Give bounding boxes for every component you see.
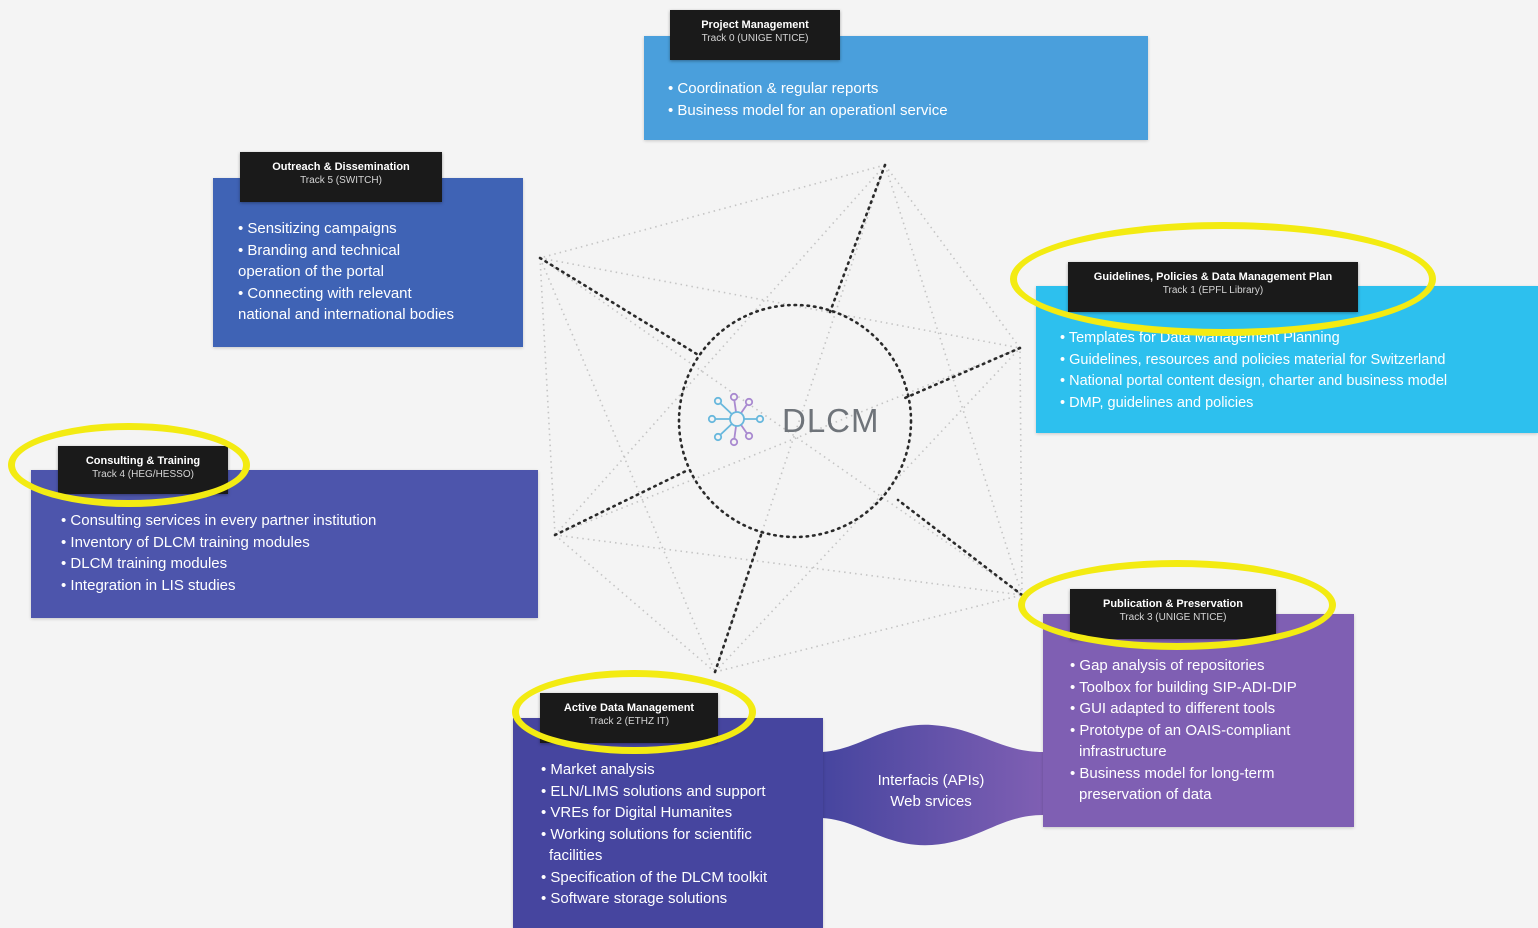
track-number: Track 0 (UNIGE NTICE): [701, 33, 809, 44]
track-1-items: • Templates for Data Management Planning…: [1060, 328, 1538, 414]
track-title: Publication & Preservation: [1103, 598, 1243, 610]
spoke-lines: [538, 163, 1024, 674]
track-number: Track 1 (EPFL Library): [1162, 285, 1264, 296]
track-4-box: • Consulting services in every partner i…: [31, 470, 538, 618]
track-1-label: Guidelines, Policies & Data Management P…: [1068, 262, 1358, 312]
list-item: • Consulting services in every partner i…: [61, 512, 377, 529]
track-0-label: Project Management Track 0 (UNIGE NTICE): [670, 10, 840, 60]
interfaces-line-1: Interfacis (APIs): [877, 772, 985, 789]
dlcm-logo: [700, 385, 900, 455]
list-item: facilities: [549, 847, 603, 864]
list-item: national and international bodies: [238, 306, 454, 323]
list-item: infrastructure: [1079, 743, 1167, 760]
list-item: • Sensitizing campaigns: [238, 220, 397, 237]
list-item: • ELN/LIMS solutions and support: [541, 782, 766, 800]
interfaces-line-2: Web srvices: [890, 793, 972, 810]
track-5-label: Outreach & Dissemination Track 5 (SWITCH…: [240, 152, 442, 202]
dlcm-logo-text: DLCM: [782, 402, 880, 439]
list-item: • National portal content design, charte…: [1060, 373, 1448, 389]
list-item: • Integration in LIS studies: [61, 576, 236, 594]
track-title: Guidelines, Policies & Data Management P…: [1093, 271, 1333, 283]
list-item: • Business model for long-term: [1070, 764, 1275, 782]
track-3-box: • Gap analysis of repositories • Toolbox…: [1043, 614, 1354, 827]
track-2-label: Active Data Management Track 2 (ETHZ IT): [540, 693, 718, 743]
list-item: • Working solutions for scientific: [541, 825, 752, 843]
track-title: Project Management: [701, 19, 809, 31]
track-number: Track 3 (UNIGE NTICE): [1119, 612, 1227, 623]
track-title: Consulting & Training: [85, 455, 201, 467]
list-item: • Market analysis: [541, 761, 655, 778]
track-title: Outreach & Dissemination: [272, 161, 410, 173]
list-item: • Branding and technical: [238, 241, 401, 259]
track-3-items: • Gap analysis of repositories • Toolbox…: [1070, 655, 1354, 806]
list-item: operation of the portal: [238, 263, 384, 280]
list-item: • Inventory of DLCM training modules: [61, 533, 310, 551]
list-item: • Software storage solutions: [541, 890, 728, 907]
interfaces-label: Interfacis (APIs) Web srvices: [858, 770, 1004, 812]
track-5-items: • Sensitizing campaigns • Branding and t…: [238, 218, 523, 326]
track-title: Active Data Management: [563, 702, 695, 714]
list-item: • VREs for Digital Humanites: [541, 804, 733, 821]
interfaces-connector: [822, 724, 1043, 846]
list-item: • Toolbox for building SIP-ADI-DIP: [1070, 678, 1297, 696]
list-item: • Specification of the DLCM toolkit: [541, 868, 768, 886]
list-item: • DLCM training modules: [61, 555, 228, 572]
list-item: • Connecting with relevant: [238, 284, 412, 302]
track-2-items: • Market analysis • ELN/LIMS solutions a…: [541, 759, 823, 910]
track-4-label: Consulting & Training Track 4 (HEG/HESSO…: [58, 446, 228, 494]
list-item: • Templates for Data Management Planning: [1060, 330, 1340, 346]
track-4-items: • Consulting services in every partner i…: [61, 510, 538, 596]
center-circle: [677, 303, 913, 539]
list-item: • Guidelines, resources and policies mat…: [1060, 351, 1446, 368]
dlcm-network-icon: [707, 392, 765, 447]
track-number: Track 5 (SWITCH): [300, 175, 382, 186]
list-item: • DMP, guidelines and policies: [1060, 394, 1254, 411]
list-item: • Gap analysis of repositories: [1070, 657, 1265, 674]
list-item: preservation of data: [1079, 786, 1212, 803]
track-5-box: • Sensitizing campaigns • Branding and t…: [213, 178, 523, 347]
track-3-label: Publication & Preservation Track 3 (UNIG…: [1070, 589, 1276, 639]
list-item: • Coordination & regular reports: [668, 80, 879, 97]
faint-network-lines: [539, 164, 1023, 673]
track-number: Track 2 (ETHZ IT): [588, 716, 670, 727]
track-2-box: • Market analysis • ELN/LIMS solutions a…: [513, 718, 823, 928]
list-item: • Prototype of an OAIS-compliant: [1070, 721, 1291, 739]
track-number: Track 4 (HEG/HESSO): [92, 469, 194, 480]
list-item: • Business model for an operationl servi…: [668, 101, 948, 119]
list-item: • GUI adapted to different tools: [1070, 700, 1276, 717]
track-0-items: • Coordination & regular reports • Busin…: [668, 78, 1148, 121]
